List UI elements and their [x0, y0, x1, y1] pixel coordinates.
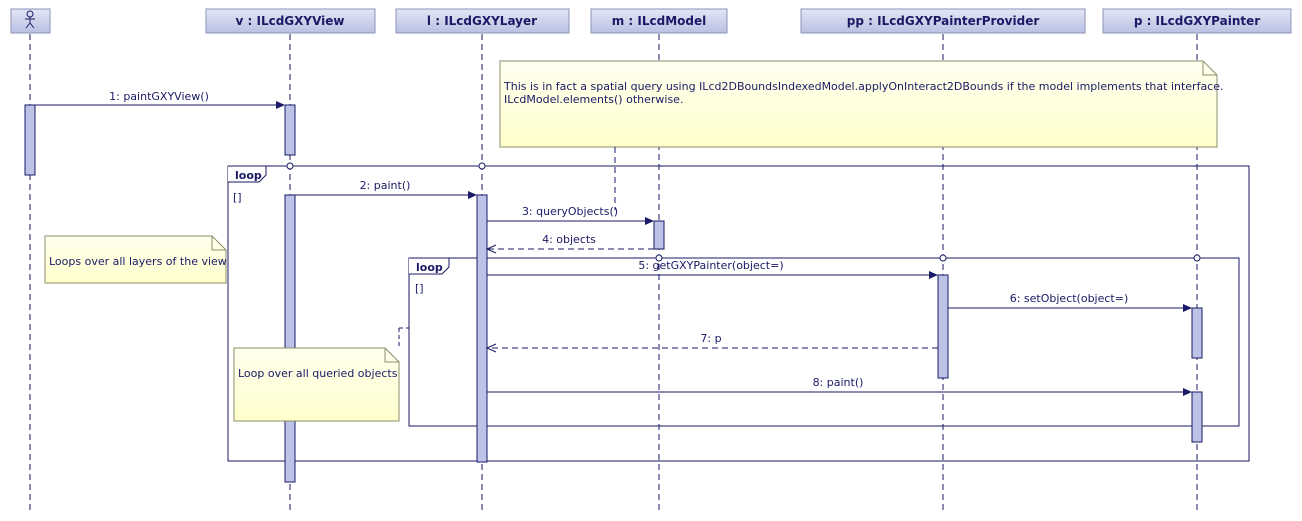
lifeline-header-pp[interactable]: pp : ILcdGXYPainterProvider	[800, 8, 1086, 34]
message-3-arrowhead	[645, 217, 654, 225]
note-layers-text: Loops over all layers of the view	[49, 255, 227, 268]
fragment-crossing-marker	[478, 162, 486, 170]
lifeline-label-pp: pp : ILcdGXYPainterProvider	[847, 14, 1040, 28]
activation-pp	[937, 274, 949, 379]
message-5-label: 5: getGXYPainter(object=)	[638, 259, 783, 272]
fragment-outer-guard: []	[233, 191, 242, 204]
message-6-label: 6: setObject(object=)	[1010, 292, 1129, 305]
message-1-arrowhead	[276, 101, 285, 109]
activation-m	[653, 220, 665, 250]
note-query[interactable]: This is in fact a spatial query using IL…	[499, 60, 1224, 148]
lifeline-header-m[interactable]: m : ILcdModel	[590, 8, 728, 34]
lifeline-label-m: m : ILcdModel	[612, 14, 707, 28]
message-4-arrowhead	[485, 244, 497, 254]
message-2-arrowhead	[468, 191, 477, 199]
fragment-outer-loop[interactable]: loop []	[227, 165, 1250, 462]
note-objects-text: Loop over all queried objects	[238, 367, 398, 380]
activation-actor	[24, 104, 36, 176]
activation-v-2	[284, 194, 296, 483]
activation-v-1	[284, 104, 296, 156]
fragment-inner-keyword: loop	[416, 261, 443, 274]
activation-p-1	[1191, 307, 1203, 359]
message-7-label: 7: p	[700, 332, 721, 345]
message-4-label: 4: objects	[542, 233, 596, 246]
message-8-arrowhead	[1183, 388, 1192, 396]
lifeline-label-l: l : ILcdGXYLayer	[427, 14, 537, 28]
activation-l	[476, 194, 488, 463]
lifeline-header-l[interactable]: l : ILcdGXYLayer	[395, 8, 570, 34]
fragment-crossing-marker	[655, 254, 663, 262]
message-1-label: 1: paintGXYView()	[109, 90, 209, 103]
fragment-inner-loop[interactable]: loop []	[408, 257, 1240, 427]
fragment-crossing-marker	[286, 162, 294, 170]
fragment-crossing-marker	[939, 254, 947, 262]
lifeline-header-v[interactable]: v : ILcdGXYView	[205, 8, 376, 34]
message-5-arrowhead	[929, 271, 938, 279]
note-query-line1: This is in fact a spatial query using IL…	[503, 80, 1224, 93]
lifeline-header-p[interactable]: p : ILcdGXYPainter	[1102, 8, 1292, 34]
fragment-outer-keyword: loop	[235, 169, 262, 182]
note-query-line2: ILcdModel.elements() otherwise.	[504, 93, 683, 106]
lifeline-label-v: v : ILcdGXYView	[236, 14, 345, 28]
message-7-arrowhead	[485, 343, 497, 353]
message-6-arrowhead	[1183, 304, 1192, 312]
actor-icon	[25, 10, 35, 29]
lifeline-label-p: p : ILcdGXYPainter	[1134, 14, 1260, 28]
lifeline-header-actor[interactable]	[10, 8, 51, 34]
message-2-label: 2: paint()	[360, 179, 411, 192]
message-3-label: 3: queryObjects()	[522, 205, 618, 218]
activation-p-2	[1191, 391, 1203, 443]
note-layers[interactable]: Loops over all layers of the view	[44, 235, 227, 284]
note-objects[interactable]: Loop over all queried objects	[233, 347, 400, 422]
message-8-label: 8: paint()	[813, 376, 864, 389]
fragment-crossing-marker	[1193, 254, 1201, 262]
fragment-inner-guard: []	[415, 282, 424, 295]
